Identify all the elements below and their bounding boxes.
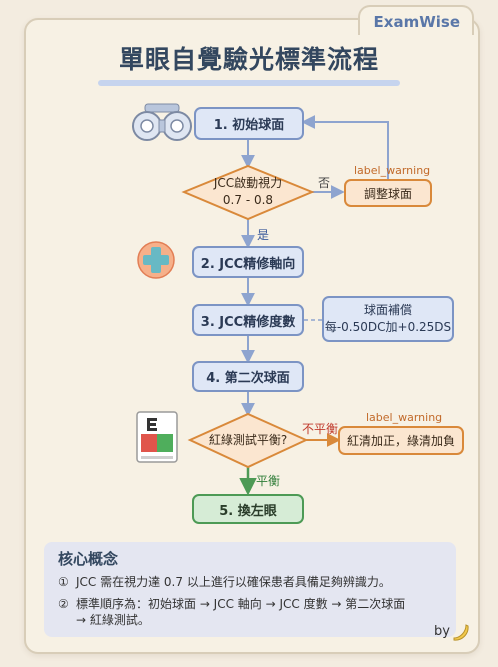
edge-label-unbalanced: 不平衡 bbox=[302, 422, 339, 436]
step1-initial-sphere: 1. 初始球面 bbox=[194, 107, 304, 140]
edge-label-no: 否 bbox=[318, 176, 331, 190]
phoropter-icon bbox=[132, 103, 192, 141]
title-underline bbox=[98, 80, 400, 86]
concept-point-1: ① JCC 需在視力達 0.7 以上進行以確保患者具備足夠辨識力。 bbox=[58, 574, 391, 591]
note-title: 球面補償 bbox=[363, 303, 412, 317]
concept-panel bbox=[44, 542, 456, 637]
edge-adjust-step1 bbox=[301, 115, 389, 179]
point-2-number: ② bbox=[58, 597, 69, 611]
point-1-text: JCC 需在視力達 0.7 以上進行以確保患者具備足夠辨識力。 bbox=[76, 575, 391, 589]
warning-tag-2: label_warning bbox=[366, 411, 443, 424]
concept-point-2-cont: → 紅綠測試。 bbox=[58, 612, 150, 629]
footer-by: by bbox=[434, 624, 450, 639]
point-2-cont-text: → 紅綠測試。 bbox=[76, 613, 150, 627]
decision1-label: JCC啟動視力 0.7 - 0.8 bbox=[188, 175, 308, 209]
point-2-text: 標準順序為：初始球面 → JCC 軸向 → JCC 度數 → 第二次球面 bbox=[76, 597, 406, 611]
brand-tab: ExamWise bbox=[357, 5, 474, 35]
warning-tag-1: label_warning bbox=[354, 164, 431, 177]
step3-jcc-power: 3. JCC精修度數 bbox=[192, 304, 304, 336]
decision-diamond-1 bbox=[181, 164, 315, 221]
page-title: 單眼自覺驗光標準流程 bbox=[118, 45, 379, 74]
decision1-line2: 0.7 - 0.8 bbox=[222, 193, 274, 207]
concept-title: 核心概念 bbox=[58, 550, 119, 568]
note-text: 每-0.50DC加+0.25DS bbox=[324, 320, 452, 334]
decision-diamond-2 bbox=[187, 412, 309, 469]
step5-switch-left-eye: 5. 換左眼 bbox=[192, 494, 304, 524]
edge-label-balanced: 平衡 bbox=[256, 474, 281, 488]
red-green-rule-box: 紅清加正，綠清加負 bbox=[338, 426, 464, 455]
red-green-chart-icon bbox=[136, 411, 178, 463]
sphere-compensation-note: 球面補償 每-0.50DC加+0.25DS bbox=[322, 296, 454, 342]
edge-label-yes: 是 bbox=[257, 228, 270, 242]
cross-icon bbox=[137, 241, 175, 279]
concept-point-2: ② 標準順序為：初始球面 → JCC 軸向 → JCC 度數 → 第二次球面 bbox=[58, 596, 405, 613]
adjust-sphere-box: 調整球面 bbox=[344, 179, 432, 207]
decision2-label: 紅綠測試平衡? bbox=[208, 433, 288, 447]
banana-icon bbox=[453, 624, 469, 641]
point-1-number: ① bbox=[58, 575, 69, 589]
step4-second-sphere: 4. 第二次球面 bbox=[192, 361, 304, 392]
decision1-line1: JCC啟動視力 bbox=[213, 176, 283, 190]
step2-jcc-axis: 2. JCC精修軸向 bbox=[192, 246, 304, 278]
